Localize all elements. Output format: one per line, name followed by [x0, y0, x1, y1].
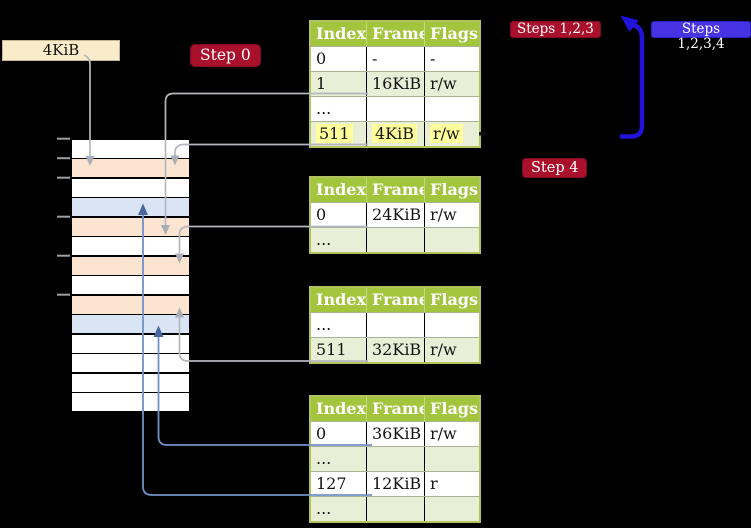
col-header-flags: Flags [424, 22, 479, 46]
table-row-highlighted: 511 4KiB r/w [311, 121, 479, 146]
cell-frame [366, 447, 424, 471]
step-0-badge: Step 0 [190, 44, 261, 67]
col-header-frame: Frame [366, 397, 424, 421]
cell-index: ... [316, 230, 332, 249]
table-row: ... [311, 96, 479, 121]
page-table-leaf: Index Frame Flags 0 36KiB r/w ... 127 12… [309, 395, 481, 523]
col-header-index: Index [316, 24, 366, 43]
table-row: 0 24KiB r/w [311, 202, 479, 227]
cell-index: 0 [316, 49, 327, 68]
cell-flags: r/w [424, 338, 479, 362]
table-header-row: Index Frame Flags [311, 178, 479, 202]
highlighted-value: r/w [430, 124, 463, 143]
cell-index: ... [316, 499, 332, 518]
memory-frame-8 [71, 295, 189, 314]
memory-frame-3 [71, 198, 189, 216]
cell-index: 1 [316, 74, 327, 93]
memory-frame-5 [71, 237, 189, 255]
table-row: ... [311, 446, 479, 471]
cell-flags: r [424, 472, 479, 496]
cell-frame: 36KiB [366, 422, 424, 446]
steps-1234-badge: Steps 1,2,3,4 [651, 21, 751, 52]
cell-frame: 16KiB [366, 72, 424, 96]
page-table-top: Index Frame Flags 0 - - 1 16KiB r/w ... … [309, 20, 481, 148]
memory-frame-10 [71, 334, 189, 353]
cell-frame [366, 313, 424, 337]
cell-flags [424, 313, 479, 337]
highlighted-value: 4KiB [372, 124, 418, 143]
page-size-label: 4KiB [2, 40, 120, 61]
cell-flags: - [424, 47, 479, 71]
col-header-index: Index [316, 290, 366, 309]
cell-flags: r/w [424, 122, 479, 146]
bracket-arrow-shaft [620, 23, 645, 139]
cell-flags: r/w [424, 72, 479, 96]
table-row: 127 12KiB r [311, 471, 479, 496]
cell-index: 0 [316, 424, 327, 443]
table-row: 1 16KiB r/w [311, 71, 479, 96]
memory-tick-marks [57, 137, 70, 296]
memory-frame-1 [71, 159, 189, 177]
memory-frame-12 [71, 373, 189, 392]
col-header-frame: Frame [366, 22, 424, 46]
cell-frame: 24KiB [366, 203, 424, 227]
col-header-frame: Frame [366, 178, 424, 202]
col-header-flags: Flags [424, 397, 479, 421]
col-header-index: Index [316, 399, 366, 418]
cell-index: ... [316, 315, 332, 334]
cell-index: ... [316, 99, 332, 118]
memory-frame-2 [71, 178, 189, 197]
table-row: 0 - - [311, 46, 479, 71]
col-header-frame: Frame [366, 288, 424, 312]
memory-frame-0 [71, 139, 189, 158]
cell-flags [424, 497, 479, 521]
cell-frame: 4KiB [366, 122, 424, 146]
cell-frame: - [366, 47, 424, 71]
memory-frame-11 [71, 354, 189, 372]
memory-frame-4 [71, 217, 189, 236]
highlighted-value: 511 [316, 124, 353, 143]
col-header-flags: Flags [424, 178, 479, 202]
steps-123-badge: Steps 1,2,3 [510, 21, 601, 38]
table-header-row: Index Frame Flags [311, 397, 479, 421]
table-row: ... [311, 312, 479, 337]
table-row: ... [311, 496, 479, 521]
table-row: 0 36KiB r/w [311, 421, 479, 446]
cell-frame [366, 228, 424, 252]
table-header-row: Index Frame Flags [311, 22, 479, 46]
step-4-badge: Step 4 [522, 158, 588, 178]
col-header-index: Index [316, 180, 366, 199]
memory-frame-13 [71, 393, 189, 411]
cell-frame [366, 97, 424, 121]
arrowhead-upleft-icon [620, 15, 639, 32]
cell-index: 511 [311, 122, 366, 146]
physical-memory-column [70, 138, 190, 413]
cell-flags [424, 97, 479, 121]
table-row: 511 32KiB r/w [311, 337, 479, 362]
cell-frame: 12KiB [366, 472, 424, 496]
table-header-row: Index Frame Flags [311, 288, 479, 312]
page-table-mid-a: Index Frame Flags 0 24KiB r/w ... [309, 176, 481, 254]
cell-flags [424, 447, 479, 471]
cell-index: 511 [316, 340, 347, 359]
memory-frame-6 [71, 256, 189, 275]
memory-frame-9 [71, 315, 189, 333]
memory-frame-7 [71, 276, 189, 294]
cell-index: ... [316, 449, 332, 468]
cell-index: 127 [316, 474, 347, 493]
table-row: ... [311, 227, 479, 252]
cell-index: 0 [316, 205, 327, 224]
page-table-mid-b: Index Frame Flags ... 511 32KiB r/w [309, 286, 481, 364]
cell-flags: r/w [424, 203, 479, 227]
thick-blue-bracket-arrow [620, 15, 645, 139]
col-header-flags: Flags [424, 288, 479, 312]
cell-flags [424, 228, 479, 252]
cell-flags: r/w [424, 422, 479, 446]
cell-frame: 32KiB [366, 338, 424, 362]
cell-frame [366, 497, 424, 521]
